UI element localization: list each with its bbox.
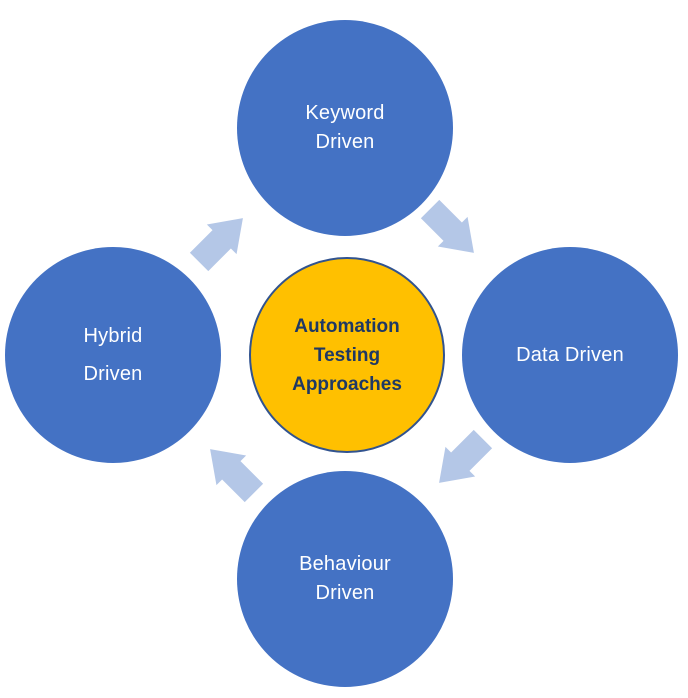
- node-hybrid-driven: Hybrid Driven: [5, 247, 221, 463]
- node-automation-testing-approaches: Automation Testing Approaches: [249, 257, 445, 453]
- label-line: Automation: [294, 315, 400, 337]
- label-line: Driven: [83, 363, 143, 385]
- label-line: Keyword: [305, 102, 385, 124]
- node-keyword-driven-label: Keyword Driven: [305, 99, 384, 157]
- node-hybrid-driven-label: Hybrid Driven: [84, 317, 143, 393]
- node-behaviour-driven-label: Behaviour Driven: [299, 550, 391, 608]
- label-line: Hybrid: [83, 325, 143, 347]
- label-line: Testing: [313, 344, 381, 366]
- label-line: Data Driven: [516, 343, 624, 366]
- arrow-keyword-to-data-icon: [419, 198, 485, 264]
- node-behaviour-driven: Behaviour Driven: [237, 471, 453, 687]
- arrow-behaviour-to-hybrid-icon: [199, 438, 265, 504]
- center-node-label: Automation Testing Approaches: [292, 312, 402, 399]
- label-line: Approaches: [292, 373, 402, 395]
- arrow-hybrid-to-keyword-icon: [188, 207, 254, 273]
- label-line: Driven: [315, 131, 375, 153]
- label-line: Behaviour: [299, 553, 391, 575]
- node-data-driven: Data Driven: [462, 247, 678, 463]
- label-line: Driven: [315, 582, 375, 604]
- node-data-driven-label: Data Driven: [516, 341, 624, 370]
- node-keyword-driven: Keyword Driven: [237, 20, 453, 236]
- arrow-data-to-behaviour-icon: [428, 428, 494, 494]
